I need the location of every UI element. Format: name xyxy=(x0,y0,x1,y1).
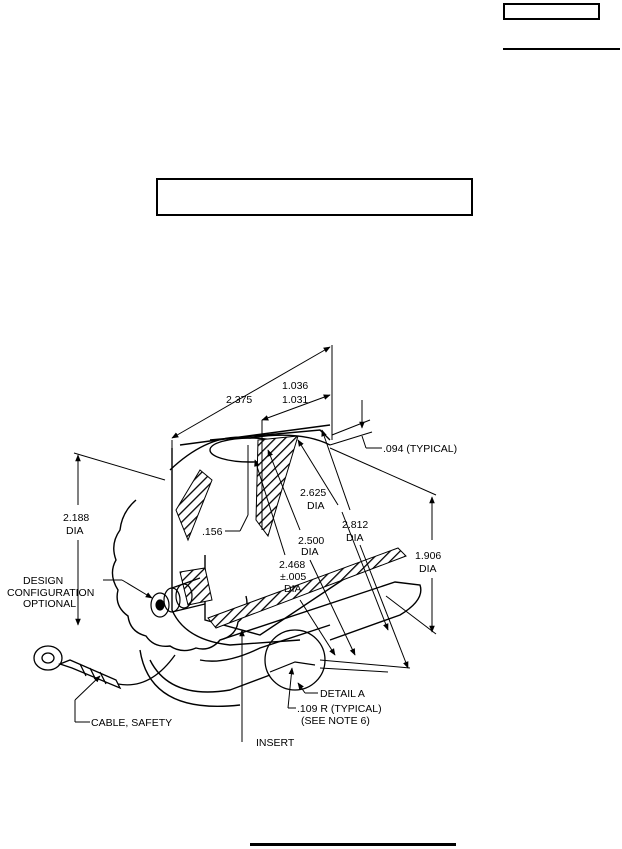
label-156: .156 xyxy=(202,526,223,538)
label-1031: 1.031 xyxy=(282,394,308,406)
label-2188: 2.188 xyxy=(63,512,89,524)
detail-a-profile xyxy=(269,661,316,673)
label-radius-1: .109 R (TYPICAL) xyxy=(297,703,382,715)
label-2500-dia: DIA xyxy=(301,546,319,558)
label-2468-dia: DIA xyxy=(284,583,302,595)
hatch-band xyxy=(207,547,407,629)
label-design-2: CONFIGURATION xyxy=(7,587,94,599)
body-bottom-2 xyxy=(199,624,331,662)
lower-arc xyxy=(149,659,271,693)
dimension-lines xyxy=(73,345,437,742)
label-2468-tol: ±.005 xyxy=(280,571,306,583)
top-right-rule xyxy=(503,48,620,50)
label-insert: INSERT xyxy=(256,737,295,749)
safety-cable xyxy=(33,645,176,690)
top-right-box xyxy=(503,3,600,20)
bottom-rule xyxy=(250,843,456,846)
label-radius-2: (SEE NOTE 6) xyxy=(301,715,370,727)
label-094: .094 (TYPICAL) xyxy=(383,443,457,455)
lower-arc-2 xyxy=(139,649,241,707)
scalloped-rim xyxy=(111,499,248,652)
label-2625: 2.625 xyxy=(300,487,326,499)
hatch-nut xyxy=(179,567,213,606)
label-2812-dia: DIA xyxy=(346,532,364,544)
detail-a-circle xyxy=(264,629,326,691)
body-bottom xyxy=(219,581,422,641)
connector-body xyxy=(111,424,422,707)
cylinder-top-edge xyxy=(179,424,331,446)
label-2500: 2.500 xyxy=(298,535,324,547)
label-2812: 2.812 xyxy=(342,519,368,531)
hatch-left xyxy=(175,469,213,542)
label-design-1: DESIGN xyxy=(23,575,63,587)
label-1906-dia: DIA xyxy=(419,563,437,575)
fitting xyxy=(150,577,206,618)
label-detail-a: DETAIL A xyxy=(320,688,365,700)
label-2625-dia: DIA xyxy=(307,500,325,512)
title-box xyxy=(156,178,473,216)
label-1036: 1.036 xyxy=(282,380,308,392)
label-design-3: OPTIONAL xyxy=(23,598,76,610)
body-outline-left xyxy=(171,448,301,646)
label-2188-dia: DIA xyxy=(66,525,84,537)
label-2468: 2.468 xyxy=(279,559,305,571)
label-1906: 1.906 xyxy=(415,550,441,562)
label-cable-safety: CABLE, SAFETY xyxy=(91,717,172,729)
label-2375: 2.375 xyxy=(226,394,252,406)
